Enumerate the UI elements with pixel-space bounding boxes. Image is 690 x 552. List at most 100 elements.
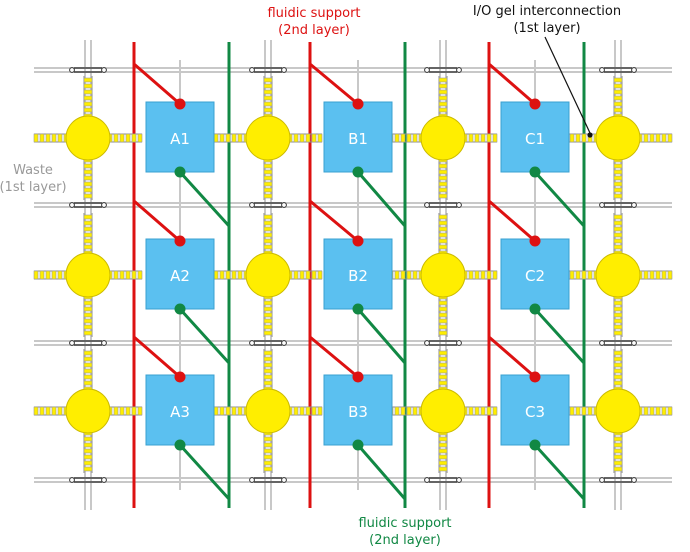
valve-end-right-3-1 <box>281 477 287 483</box>
ladder-left-0-0-rung <box>33 133 39 143</box>
ladder-down-1-1-rung <box>263 300 273 306</box>
ladder-down-0-1-rung <box>263 181 273 187</box>
ladder-up-2-2-rung <box>438 362 448 368</box>
ladder-right-2-2-rung <box>474 406 480 416</box>
gel-node-1-1 <box>245 252 291 298</box>
ladder-down-2-0-rung <box>83 466 93 472</box>
ladder-right-1-0-rung <box>137 270 143 280</box>
green-port-A3 <box>174 439 186 451</box>
ladder-up-1-3-rung <box>613 232 623 238</box>
ladder-down-2-1-rung <box>263 442 273 448</box>
ladder-down-1-1-rung <box>263 306 273 312</box>
ladder-down-0-0-rung <box>83 175 93 181</box>
ladder-up-2-1-rung <box>263 374 273 380</box>
ladder-up-0-2 <box>438 76 448 119</box>
ladder-up-2-2 <box>438 349 448 392</box>
ladder-down-2-3-rung <box>613 448 623 454</box>
ladder-down-2-2-rung <box>438 454 448 460</box>
ladder-up-0-3-rung <box>613 89 623 95</box>
ladder-up-0-0-rung <box>83 95 93 101</box>
valve-end-right-2-2 <box>456 340 462 346</box>
ladder-left-1-1-rung <box>231 270 237 280</box>
ladder-down-0-3-rung <box>613 169 623 175</box>
ladder-up-1-2-rung <box>438 220 448 226</box>
bottom-support-label-line1: fluidic support <box>358 516 451 531</box>
ladder-right-1-3-rung <box>655 270 661 280</box>
cell-label-C1: C1 <box>525 130 545 148</box>
ladder-up-1-0-rung <box>83 238 93 244</box>
ladder-right-2-3 <box>637 406 673 416</box>
green-connector-2-1 <box>356 444 407 500</box>
ladder-down-1-1-rung <box>263 312 273 318</box>
ladder-left-1-3-rung <box>587 270 593 280</box>
ladder-left-1-3-rung <box>569 270 575 280</box>
gel-node-0-3 <box>595 115 641 161</box>
ladder-up-2-3-rung <box>613 356 623 362</box>
ladder-up-1-0-rung <box>83 214 93 220</box>
ladder-right-0-1 <box>287 133 323 143</box>
ladder-left-1-3-rung <box>581 270 587 280</box>
ladder-left-2-1-rung <box>231 406 237 416</box>
ladder-up-0-1-rung <box>263 77 273 83</box>
ladder-down-0-2-rung <box>438 163 448 169</box>
ladder-up-0-0-rung <box>83 77 93 83</box>
ladder-up-2-3 <box>613 349 623 392</box>
ladder-down-2-1-rung <box>263 448 273 454</box>
ladder-left-0-0-rung <box>45 133 51 143</box>
ladder-right-0-3-rung <box>643 133 649 143</box>
ladder-left-1-2-rung <box>412 270 418 280</box>
ladder-left-1-0-rung <box>33 270 39 280</box>
ladder-down-0-0-rung <box>83 169 93 175</box>
ladder-up-1-3-rung <box>613 244 623 250</box>
ladder-down-1-1-rung <box>263 330 273 336</box>
ladder-right-0-3-rung <box>649 133 655 143</box>
gel-node-2-3 <box>595 388 641 434</box>
ladder-right-0-1-rung <box>299 133 305 143</box>
green-connector-1-2 <box>533 307 586 365</box>
ladder-up-2-1-rung <box>263 356 273 362</box>
ladder-right-2-0-rung <box>113 406 119 416</box>
ladder-right-1-1-rung <box>305 270 311 280</box>
ladder-down-0-3-rung <box>613 193 623 199</box>
valve-end-left-0-2 <box>424 67 430 73</box>
ladder-up-0-2-rung <box>438 107 448 113</box>
ladder-down-1-3-rung <box>613 324 623 330</box>
ladder-left-2-0-rung <box>45 406 51 416</box>
valve-end-right-0-0 <box>101 67 107 73</box>
ladder-right-1-0-rung <box>119 270 125 280</box>
ladder-left-2-2-rung <box>406 406 412 416</box>
ladder-up-1-1-rung <box>263 244 273 250</box>
ladder-right-1-2 <box>462 270 498 280</box>
ladder-right-0-1-rung <box>311 133 317 143</box>
ladder-right-1-1 <box>287 270 323 280</box>
ladder-left-1-0-rung <box>51 270 57 280</box>
red-connector-1-1 <box>309 199 359 243</box>
ladder-left-0-3-rung <box>581 133 587 143</box>
gel-node-1-2 <box>420 252 466 298</box>
ladder-down-0-0-rung <box>83 163 93 169</box>
ladder-right-2-2 <box>462 406 498 416</box>
gel-node-0-0 <box>65 115 111 161</box>
valve-end-left-2-0 <box>69 340 75 346</box>
ladder-right-0-3 <box>637 133 673 143</box>
ladder-right-0-1-rung <box>305 133 311 143</box>
ladder-up-0-2-rung <box>438 83 448 89</box>
ladder-right-1-0-rung <box>113 270 119 280</box>
ladder-up-2-0-rung <box>83 356 93 362</box>
ladder-right-1-3-rung <box>667 270 673 280</box>
ladder-right-1-2-rung <box>480 270 486 280</box>
ladder-right-1-0-rung <box>125 270 131 280</box>
ladder-up-1-2 <box>438 213 448 256</box>
ladder-left-1-0-rung <box>57 270 63 280</box>
ladder-down-2-1-rung <box>263 436 273 442</box>
valve-end-left-3-2 <box>424 477 430 483</box>
ladder-right-1-1-rung <box>311 270 317 280</box>
ladder-down-2-2-rung <box>438 436 448 442</box>
red-connector-1-0 <box>133 199 181 243</box>
ladder-left-0-0-rung <box>51 133 57 143</box>
ladder-down-0-3-rung <box>613 187 623 193</box>
ladder-down-1-2-rung <box>438 306 448 312</box>
ladder-up-2-0-rung <box>83 362 93 368</box>
